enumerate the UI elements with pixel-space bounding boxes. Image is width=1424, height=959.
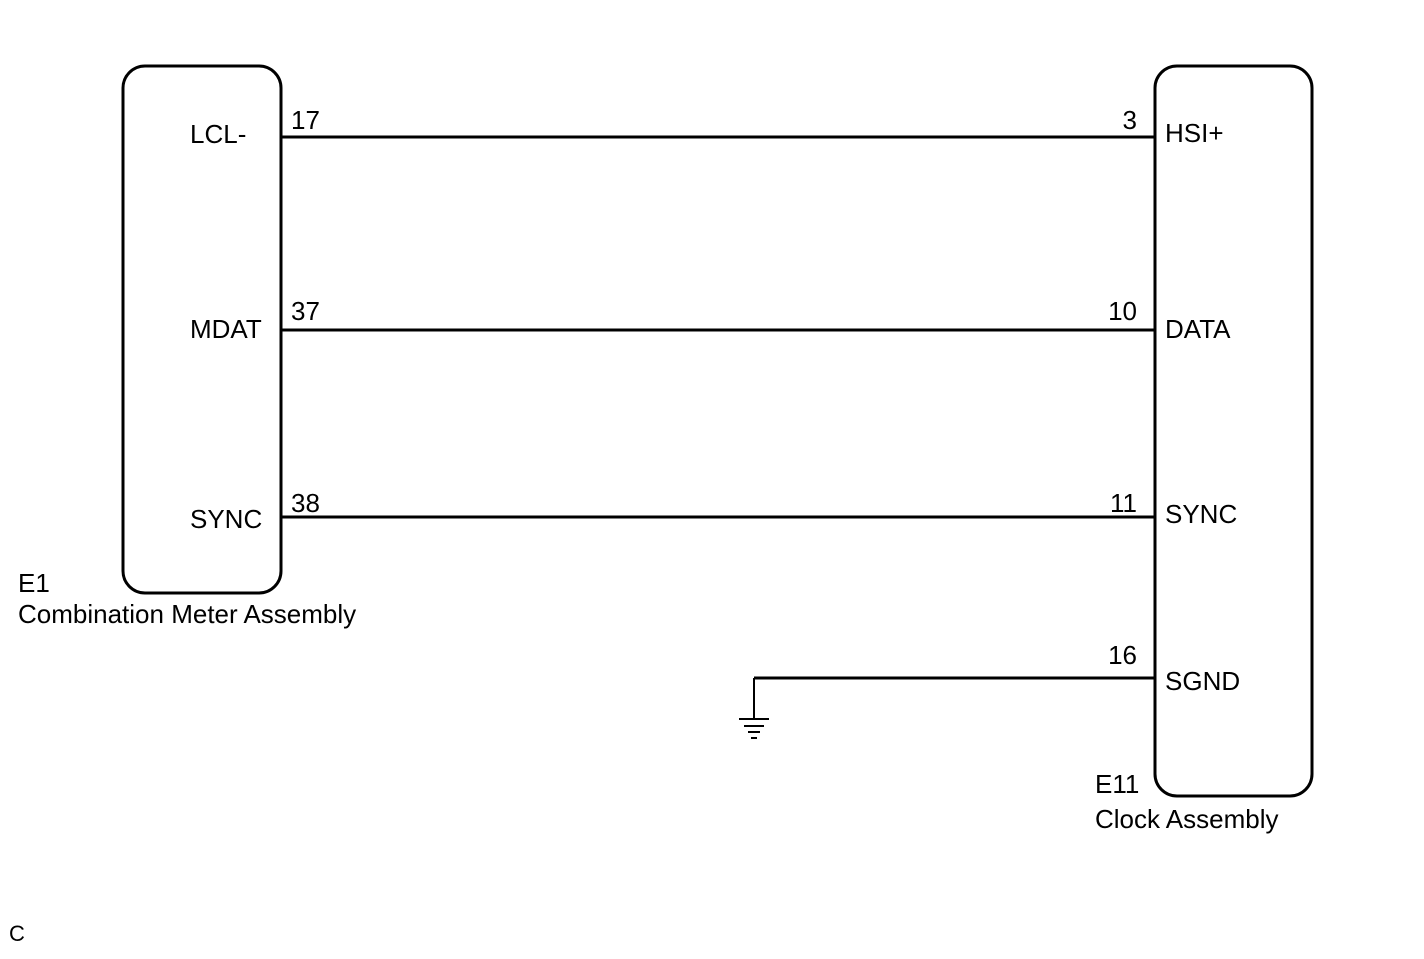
right-connector-name: Clock Assembly [1095,804,1279,834]
right-connector: 3 10 11 16 HSI+ DATA SYNC SGND E11 Clock… [1095,64,1314,834]
left-pin-17-signal: LCL- [190,119,246,149]
left-pin-38-signal: SYNC [190,504,262,534]
right-pin-16-signal: SGND [1165,666,1240,696]
right-pin-16-number: 16 [1108,640,1137,670]
left-pin-17-number: 17 [291,105,320,135]
left-pin-38-number: 38 [291,488,320,518]
left-pin-37-signal: MDAT [190,314,262,344]
right-pin-10-number: 10 [1108,296,1137,326]
right-pin-11-number: 11 [1110,488,1137,518]
left-pin-37-number: 37 [291,296,320,326]
left-connector-code: E1 [18,568,50,598]
left-connector-name: Combination Meter Assembly [18,599,356,629]
right-pin-10-signal: DATA [1165,314,1231,344]
footer-code: C [9,921,25,946]
right-connector-body [1153,64,1314,798]
right-pin-11-signal: SYNC [1165,499,1237,529]
right-pin-3-signal: HSI+ [1165,118,1224,148]
right-connector-code: E11 [1095,769,1139,799]
right-pin-3-number: 3 [1123,105,1137,135]
left-connector: LCL- MDAT SYNC 17 37 38 E1 Combination M… [18,64,356,629]
ground-icon [739,678,769,739]
